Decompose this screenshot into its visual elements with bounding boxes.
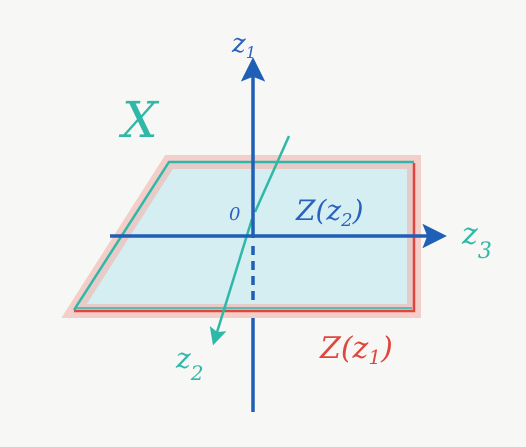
plane-z2-label: Z(z2) xyxy=(295,194,364,231)
z2-axis-label: z2 xyxy=(175,342,204,385)
space-label: X xyxy=(118,91,160,149)
z2-axis-lower xyxy=(209,218,254,346)
origin-label: 0 xyxy=(229,204,240,225)
plane-z2-teal-edge xyxy=(72,160,414,311)
plane-z1-label: Z(z1) xyxy=(319,331,393,369)
z1-axis-label: z1 xyxy=(231,29,256,62)
plane-z1-red-edge xyxy=(74,163,416,313)
z3-axis-label: z3 xyxy=(461,217,492,264)
z2-axis-upper xyxy=(253,135,291,213)
